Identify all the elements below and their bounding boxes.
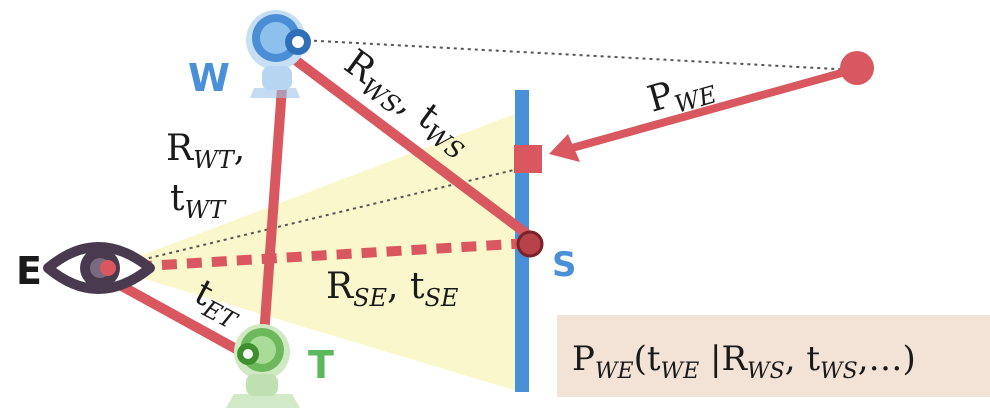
projected-point-marker [514,145,542,173]
node-label-eye: E [16,249,42,293]
label-rse-tse: RSE, tSE [326,266,459,312]
world-point-marker [840,51,874,85]
link-screen-eye [111,238,531,273]
arrow-pwe-shaft [570,68,847,152]
label-pwe: PWE [643,63,720,126]
formula-text: PWE(tWE |RWS, tWS,…) [572,339,916,384]
link-eye-tracker [115,279,241,355]
label-twt: tWT [170,178,227,224]
link-world-tracker [259,59,289,337]
tracker-camera-icon [226,324,300,408]
node-label-tracker: T [308,343,334,387]
ray-world-to-point [299,39,856,71]
arrow-pwe-head [549,134,580,162]
eye-icon [43,242,155,294]
screen-origin-marker [516,230,544,258]
node-label-world: W [188,56,230,100]
formula-box [557,315,990,397]
label-rwt: RWT, [166,128,245,174]
world-camera-icon [246,10,311,98]
node-label-screen: S [552,245,577,285]
link-world-screen [286,52,531,238]
ray-eye-to-screen [107,167,523,269]
